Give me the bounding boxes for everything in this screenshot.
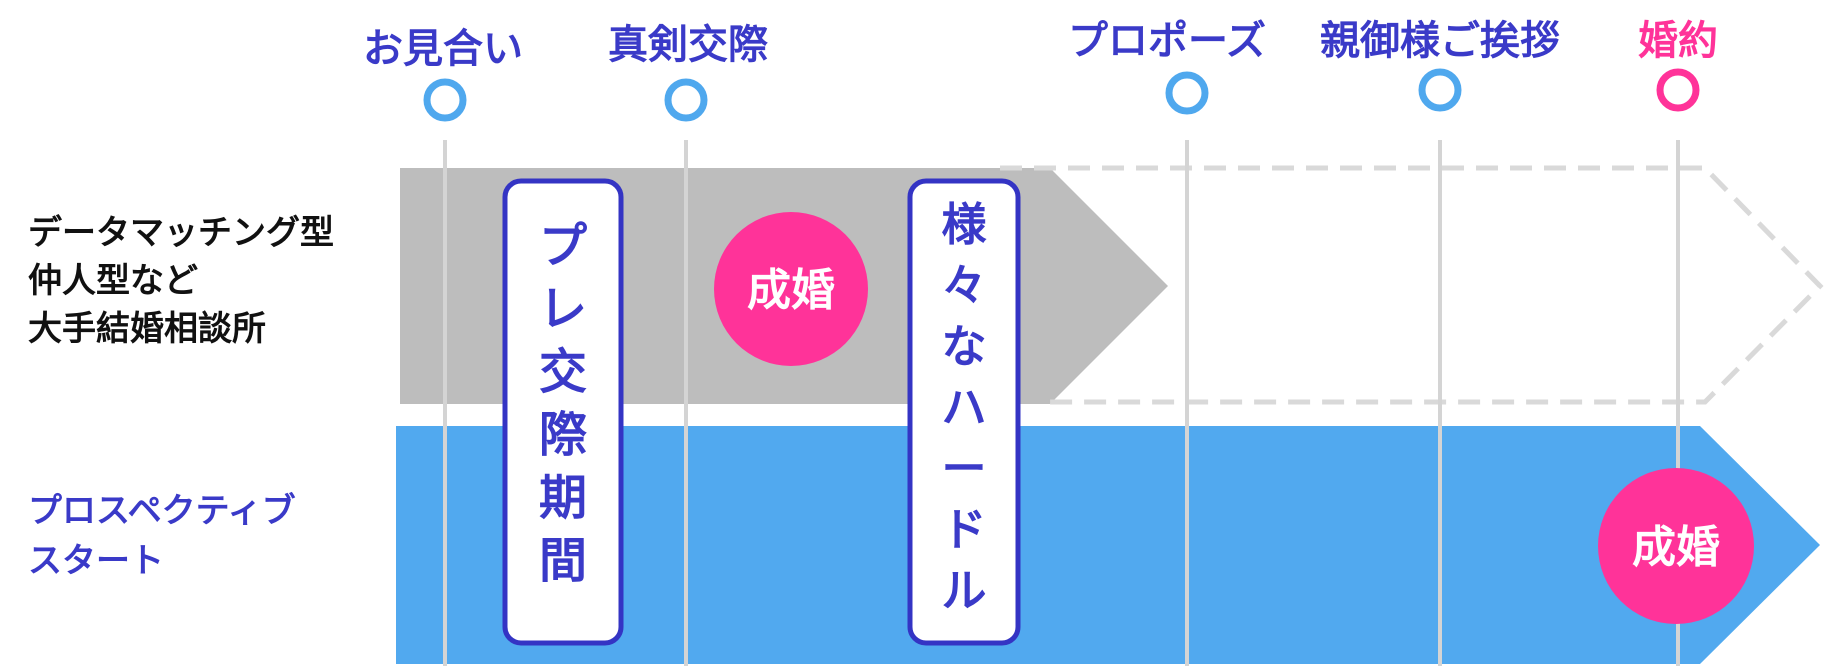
milestone-label-omiai: お見合い <box>363 26 523 72</box>
milestone-label-aisatsu: 親御様ご挨拶 <box>1320 18 1560 64</box>
milestone-dot-propose <box>1165 71 1209 115</box>
vertical-char: 間 <box>539 533 587 589</box>
milestone-dot-aisatsu <box>1418 68 1462 112</box>
top-seikon-text: 成婚 <box>747 265 835 316</box>
row-top-line-2: 仲人型など <box>28 261 198 301</box>
row-label-prospective: プロスペクティブ スタート <box>28 491 296 581</box>
vertical-char: レ <box>539 281 587 337</box>
vertical-char: な <box>941 320 986 373</box>
row-label-large-agency: データマッチング型 仲人型など 大手結婚相談所 <box>28 213 334 349</box>
milestone-dot-omiai <box>423 78 467 122</box>
row-top-line-3: 大手結婚相談所 <box>28 309 266 349</box>
row-bottom-line-1: プロスペクティブ <box>28 491 296 531</box>
milestone-dot-konyaku <box>1656 68 1700 112</box>
milestone-label-shinken: 真剣交際 <box>608 22 768 68</box>
large-agency-dashed-arrow <box>1000 165 1824 405</box>
vertical-char: ー <box>941 442 986 495</box>
top-seikon-badge <box>714 212 868 366</box>
vertical-char: ハ <box>941 381 986 434</box>
bottom-seikon-badge <box>1598 468 1754 624</box>
vertical-char: 々 <box>941 259 986 312</box>
hurdles-box <box>907 178 1021 646</box>
row-bottom-line-2: スタート <box>28 541 164 581</box>
milestone-label-propose: プロポーズ <box>1068 18 1266 64</box>
vertical-char: 様 <box>941 198 987 251</box>
vertical-char: ド <box>941 503 986 556</box>
row-top-line-1: データマッチング型 <box>28 213 334 253</box>
pre-dating-period-box <box>502 178 624 646</box>
vertical-char: 期 <box>539 470 587 526</box>
vertical-char: ル <box>941 564 986 617</box>
vertical-char: 際 <box>539 407 587 463</box>
milestone-dot-shinken <box>664 78 708 122</box>
bottom-seikon-text: 成婚 <box>1632 522 1720 573</box>
vertical-char: プ <box>539 218 587 274</box>
prospective-start-arrow <box>396 426 1820 664</box>
milestone-label-konyaku: 婚約 <box>1638 18 1718 64</box>
vertical-char: 交 <box>539 344 587 400</box>
